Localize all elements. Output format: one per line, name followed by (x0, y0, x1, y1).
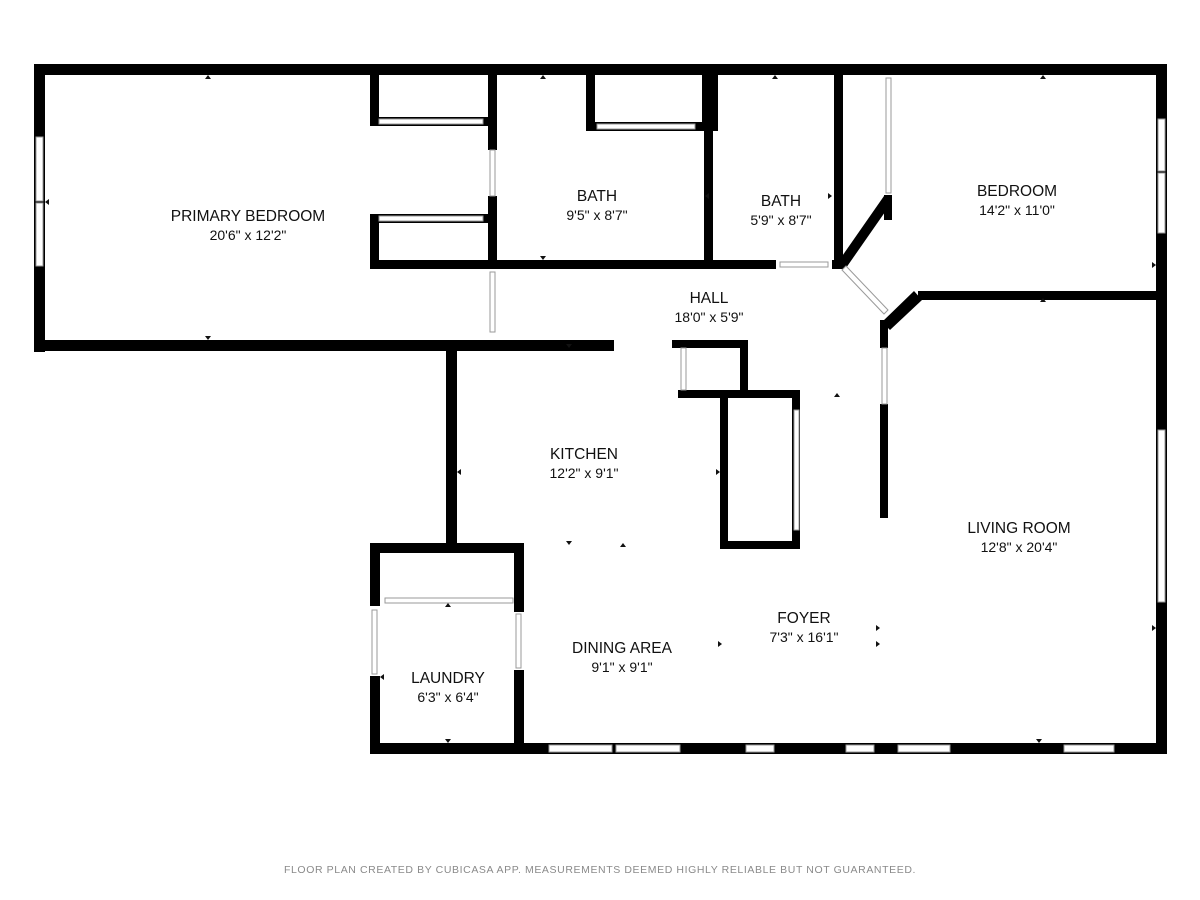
tick (876, 641, 880, 647)
room-name-laundry: LAUNDRY (411, 670, 485, 687)
wall-right (1156, 64, 1167, 754)
wall-closet1-left (370, 64, 379, 126)
peninsula-edge (793, 409, 800, 531)
room-name-bath-2: BATH (761, 193, 801, 210)
wall-bedroom-diagonal (838, 196, 892, 268)
tick (380, 674, 384, 680)
window-bottom-1 (548, 744, 613, 753)
wall-peninsula-bottom (720, 541, 800, 549)
tick (716, 469, 720, 475)
hall-diagonal-opening (841, 265, 889, 315)
wall-hall-closet-right (740, 340, 748, 396)
room-name-dining-area: DINING AREA (572, 640, 673, 657)
bath1-door (489, 149, 496, 197)
tick (705, 193, 709, 199)
room-dims-bedroom: 14'2" x 11'0" (979, 202, 1055, 218)
window-living-right (1157, 429, 1166, 603)
wall-top (34, 64, 1167, 75)
room-dims-dining-area: 9'1" x 9'1" (591, 659, 652, 675)
closet1-door (378, 118, 484, 125)
room-dims-living-room: 12'8" x 20'4" (981, 539, 1058, 555)
wall-hall-closet-top (672, 340, 748, 348)
closet2-door (378, 215, 484, 222)
wall-living-partition (880, 404, 888, 518)
wall-laundry-top (370, 543, 524, 553)
room-labels: PRIMARY BEDROOM 20'6" x 12'2" BATH 9'5" … (171, 183, 1071, 705)
tick (718, 641, 722, 647)
wall-bath2-right (834, 64, 843, 269)
window-bedroom-lower (1157, 172, 1166, 234)
window-primary-left-upper (35, 136, 44, 202)
room-dims-laundry: 6'3" x 6'4" (417, 689, 478, 705)
tick (566, 344, 572, 348)
bath1-closet-door (596, 123, 696, 130)
window-bottom-5 (897, 744, 951, 753)
wall-living-diagonal (882, 291, 922, 330)
dimension-ticks (45, 75, 1156, 743)
wall-bath1-closet-left (586, 64, 595, 130)
tick (1152, 262, 1156, 268)
tick (876, 625, 880, 631)
openings (369, 77, 892, 676)
window-primary-left-lower (35, 202, 44, 267)
tick (834, 393, 840, 397)
wall-bath-divider (704, 64, 713, 269)
room-dims-bath-2: 5'9" x 8'7" (750, 212, 811, 228)
window-bedroom-upper (1157, 118, 1166, 172)
wall-peninsula-left (720, 397, 728, 549)
tick (205, 75, 211, 79)
laundry-shelf (384, 597, 514, 604)
room-name-living-room: LIVING ROOM (967, 520, 1070, 537)
tick (1040, 298, 1046, 302)
laundry-door-left (371, 609, 378, 675)
room-dims-bath-1: 9'5" x 8'7" (566, 207, 627, 223)
room-name-bath-1: BATH (577, 188, 617, 205)
wall-living-top (918, 291, 1167, 300)
tick (45, 199, 49, 205)
bedroom-closet-door (885, 77, 892, 194)
window-bottom-4 (845, 744, 875, 753)
living-door (881, 347, 888, 405)
room-dims-hall: 18'0" x 5'9" (675, 309, 744, 325)
window-bottom-6 (1063, 744, 1115, 753)
room-name-primary-bedroom: PRIMARY BEDROOM (171, 208, 325, 225)
tick (540, 75, 546, 79)
primary-door (489, 271, 496, 333)
wall-kitchen-left (446, 340, 457, 553)
wall-closet2-left (370, 214, 379, 269)
room-name-kitchen: KITCHEN (550, 446, 618, 463)
room-dims-foyer: 7'3" x 16'1" (770, 629, 839, 645)
tick (1152, 625, 1156, 631)
room-name-bedroom: BEDROOM (977, 183, 1057, 200)
wall-living-post (880, 320, 888, 348)
tick (1036, 739, 1042, 743)
window-bottom-2 (615, 744, 681, 753)
footer-disclaimer: FLOOR PLAN CREATED BY CUBICASA APP. MEAS… (284, 864, 916, 876)
wall-hall-closet-bottom (678, 390, 798, 398)
room-name-hall: HALL (690, 290, 729, 307)
windows (35, 118, 1166, 753)
tick (772, 75, 778, 79)
tick (445, 603, 451, 607)
wall-hall-top (370, 260, 846, 269)
tick (1040, 75, 1046, 79)
room-dims-primary-bedroom: 20'6" x 12'2" (210, 227, 287, 243)
tick (566, 541, 572, 545)
tick (828, 193, 832, 199)
window-bottom-3 (745, 744, 775, 753)
room-dims-kitchen: 12'2" x 9'1" (550, 465, 619, 481)
bath2-door (779, 261, 829, 268)
tick (205, 336, 211, 340)
laundry-door-right (515, 613, 522, 669)
tick (445, 739, 451, 743)
tick (457, 469, 461, 475)
tick (540, 256, 546, 260)
wall-primary-bottom (34, 340, 614, 351)
hall-closet-door (680, 347, 687, 391)
tick (620, 543, 626, 547)
room-name-foyer: FOYER (777, 610, 830, 627)
